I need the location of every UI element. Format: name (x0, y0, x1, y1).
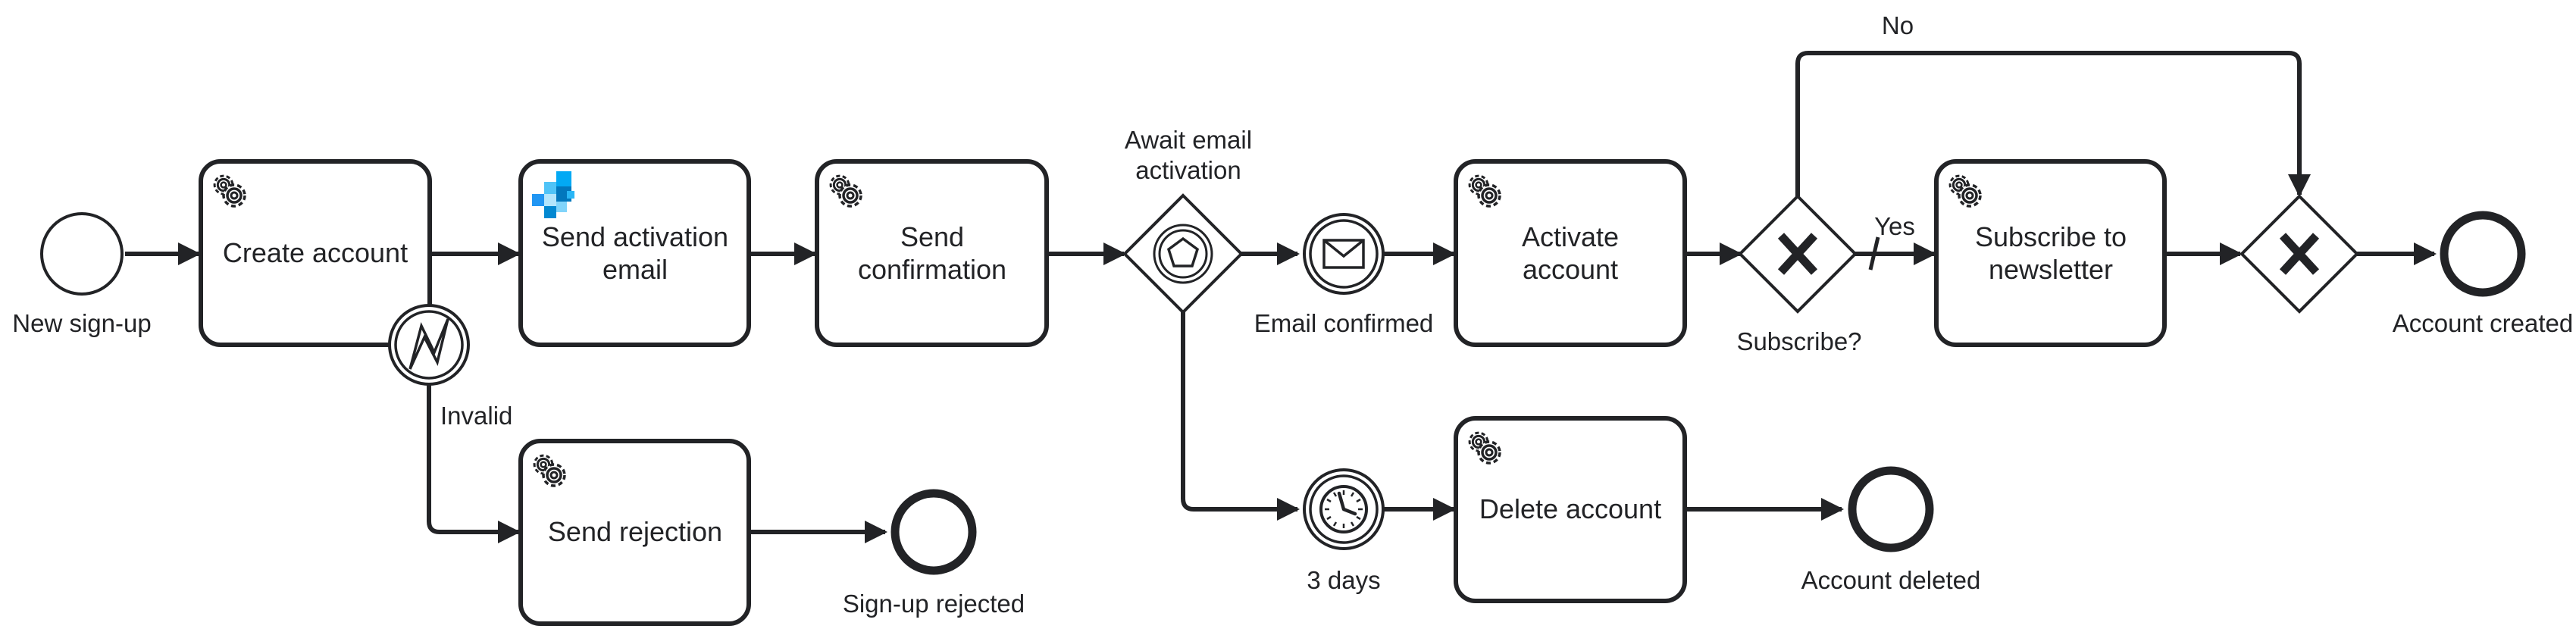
sequence-flows (125, 51, 2437, 543)
end-event-deleted-label: Account deleted (1801, 566, 1981, 594)
flow-yes-label: Yes (1874, 212, 1915, 240)
start-event (40, 212, 124, 296)
task-activate-account: Activate account (1454, 159, 1687, 347)
task-create-account-line-1: Create account (223, 237, 408, 268)
message-catch-event (1303, 213, 1385, 295)
task-send-confirmation-line-1: Send (900, 221, 964, 252)
send-activation-app-icon (532, 171, 574, 218)
task-delete-account: Delete account (1454, 416, 1687, 603)
timer-catch-event (1303, 468, 1385, 550)
task-delete-account-line-1: Delete account (1479, 493, 1661, 524)
error-boundary-label: Invalid (440, 402, 512, 430)
x-mark-icon (2279, 233, 2320, 275)
flow-no-label: No (1882, 11, 1914, 39)
task-send-activation-line-1: Send activation (542, 221, 728, 252)
start-event-label: New sign-up (12, 309, 151, 337)
task-activate-line-2: account (1523, 254, 1618, 285)
error-boundary-event (388, 304, 470, 386)
task-subscribe-line-2: newsletter (1989, 254, 2113, 285)
end-event-account-created (2440, 211, 2526, 297)
task-send-confirmation: Send confirmation (815, 159, 1049, 347)
end-event-account-deleted (1848, 466, 1934, 552)
event-gateway-label-line-2: activation (1135, 156, 1241, 184)
end-event-sign-up-rejected (890, 489, 977, 575)
end-event-rejected-label: Sign-up rejected (843, 590, 1025, 618)
event-based-gateway (1122, 193, 1244, 314)
task-activate-line-1: Activate (1522, 221, 1619, 252)
x-mark-icon (1777, 233, 1818, 275)
task-send-activation-line-2: email (603, 254, 668, 285)
exclusive-gateway-label: Subscribe? (1736, 327, 1861, 355)
flow-yes-default-slash (1868, 236, 1880, 271)
task-create-account: Create account (199, 159, 432, 347)
flow-gateway-to-timer (1181, 312, 1300, 521)
task-send-rejection-line-1: Send rejection (548, 516, 722, 547)
message-event-label: Email confirmed (1254, 309, 1434, 337)
task-subscribe-newsletter: Subscribe to newsletter (1934, 159, 2167, 347)
lightning-icon (408, 318, 449, 370)
task-send-activation-email: Send activation email (518, 159, 751, 347)
end-event-created-label: Account created (2393, 309, 2573, 337)
exclusive-gateway-merge (2240, 194, 2359, 314)
clock-icon (1319, 485, 1368, 533)
event-gateway-label-line-1: Await email (1125, 126, 1252, 154)
task-send-rejection: Send rejection (518, 439, 751, 626)
flow-no (1795, 51, 2311, 197)
exclusive-gateway-subscribe (1738, 194, 1858, 314)
task-subscribe-line-1: Subscribe to (1975, 221, 2127, 252)
envelope-icon (1322, 239, 1365, 269)
flow-error-to-rejection (427, 384, 521, 543)
pentagon-icon (1166, 236, 1200, 268)
task-send-confirmation-line-2: confirmation (858, 254, 1006, 285)
timer-event-label: 3 days (1307, 566, 1380, 594)
